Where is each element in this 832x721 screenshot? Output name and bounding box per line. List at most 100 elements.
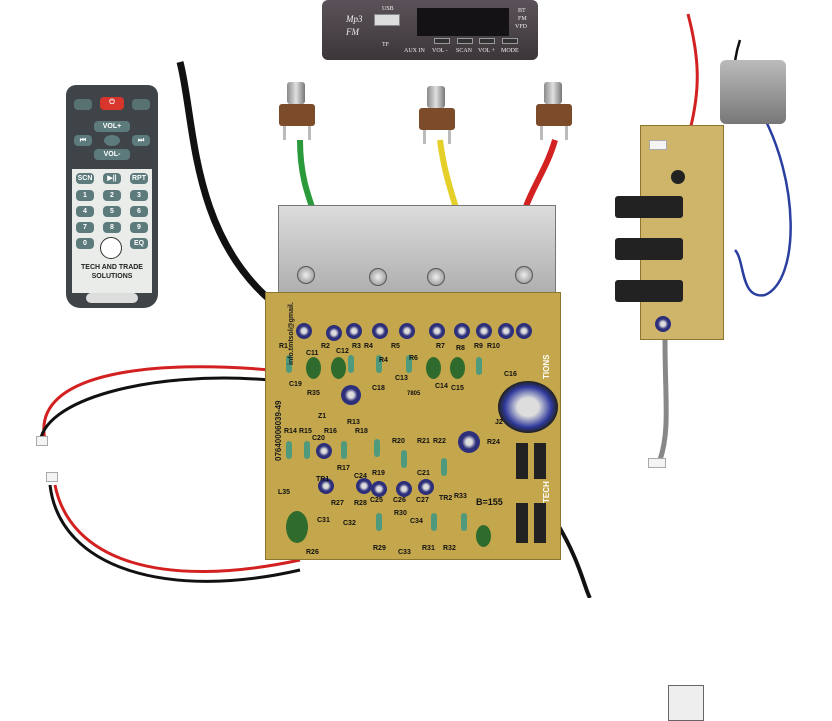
resistor xyxy=(341,441,347,459)
scan-label: SCAN xyxy=(456,48,473,54)
vol-down-key[interactable]: VOL- xyxy=(94,149,130,160)
label-c21: C21 xyxy=(417,470,430,477)
label-c26: C26 xyxy=(393,497,406,504)
key-5[interactable]: 5 xyxy=(103,206,121,217)
diode xyxy=(516,443,528,479)
next-key[interactable]: ⏭ xyxy=(132,135,150,146)
label-r19: R19 xyxy=(372,470,385,477)
capacitor xyxy=(356,478,372,494)
key-6[interactable]: 6 xyxy=(130,206,148,217)
label-c31: C31 xyxy=(317,517,330,524)
label-r32: R32 xyxy=(443,545,456,552)
red-wire-right-top xyxy=(686,13,699,131)
aux-in-label: AUX IN xyxy=(404,48,425,54)
label-r24: R24 xyxy=(487,439,500,446)
key-0[interactable]: 0 xyxy=(76,238,94,249)
label-r9: R9 xyxy=(474,343,483,350)
play-pause-key[interactable]: ▶|| xyxy=(103,173,121,184)
key-2[interactable]: 2 xyxy=(103,190,121,201)
key-1[interactable]: 1 xyxy=(76,190,94,201)
label-r7: R7 xyxy=(436,343,445,350)
label-r16: R16 xyxy=(324,428,337,435)
vol-up-button[interactable] xyxy=(479,38,495,44)
mp3-label: Mp3 xyxy=(346,14,363,24)
push-switch-2[interactable] xyxy=(615,238,683,260)
input-selector-board xyxy=(615,125,724,340)
capacitor xyxy=(346,323,362,339)
key-9[interactable]: 9 xyxy=(130,222,148,233)
label-c13: C13 xyxy=(395,375,408,382)
phone-number: 07640006039-49 xyxy=(274,400,283,461)
label-r1: R1 xyxy=(279,343,288,350)
film-capacitor xyxy=(286,511,308,543)
film-capacitor xyxy=(331,357,346,379)
amplifier-pcb: R1 C11 R2 C12 R3 R4 R4 R5 R6 R7 R8 R9 R1… xyxy=(265,292,704,721)
screw xyxy=(369,268,387,286)
capacitor xyxy=(396,481,412,497)
film-capacitor xyxy=(306,357,321,379)
mode-label: MODE xyxy=(501,48,519,54)
format-bt: BT xyxy=(518,8,526,14)
ok-key[interactable] xyxy=(104,135,120,146)
key-4[interactable]: 4 xyxy=(76,206,94,217)
label-r10: R10 xyxy=(487,343,500,350)
resistor xyxy=(441,458,447,476)
vol-up-label: VOL + xyxy=(478,48,495,54)
label-c20: C20 xyxy=(312,435,325,442)
screw xyxy=(427,268,445,286)
brand-logo xyxy=(100,237,122,259)
brand-vertical-bottom: TECH xyxy=(542,481,551,503)
audio-jack[interactable] xyxy=(720,60,786,124)
label-c12: C12 xyxy=(336,348,349,355)
push-switch-3[interactable] xyxy=(615,280,683,302)
capacitor xyxy=(498,323,514,339)
label-r27: R27 xyxy=(331,500,344,507)
vol-up-key[interactable]: VOL+ xyxy=(94,121,130,132)
mode-button[interactable] xyxy=(502,38,518,44)
capacitor xyxy=(372,323,388,339)
heatsink-bracket xyxy=(278,205,556,305)
key-3[interactable]: 3 xyxy=(130,190,148,201)
film-capacitor xyxy=(426,357,441,379)
label-r8: R8 xyxy=(456,345,465,352)
format-vfd: VFD xyxy=(515,24,528,30)
mute-key[interactable] xyxy=(74,99,92,110)
label-c34: C34 xyxy=(410,518,423,525)
red-wire-left xyxy=(42,365,271,441)
push-switch-1[interactable] xyxy=(615,196,683,218)
label-r20: R20 xyxy=(392,438,405,445)
potentiometer-3[interactable] xyxy=(530,82,576,142)
rpt-key[interactable]: RPT xyxy=(130,173,148,184)
key-7[interactable]: 7 xyxy=(76,222,94,233)
usb-port[interactable] xyxy=(374,14,400,26)
label-r30: R30 xyxy=(394,510,407,517)
capacitor xyxy=(371,481,387,497)
label-r35: R35 xyxy=(307,390,320,397)
eq-key[interactable]: EQ xyxy=(130,238,148,249)
brand-vertical-top: TIONS xyxy=(542,354,551,379)
label-r17: R17 xyxy=(337,465,350,472)
potentiometer-1[interactable] xyxy=(273,82,319,142)
prev-key[interactable]: ⏮ xyxy=(74,135,92,146)
label-r13: R13 xyxy=(347,419,360,426)
vol-down-button[interactable] xyxy=(434,38,450,44)
scan-button[interactable] xyxy=(457,38,473,44)
scn-key[interactable]: SCN xyxy=(76,173,94,184)
film-capacitor xyxy=(476,525,491,547)
diode xyxy=(534,443,546,479)
film-capacitor xyxy=(450,357,465,379)
key-8[interactable]: 8 xyxy=(103,222,121,233)
capacitor xyxy=(316,443,332,459)
resistor xyxy=(406,355,412,373)
remote-control: ⏻ VOL+ ⏮ ⏭ VOL- SCN ▶|| RPT 1 2 3 4 5 6 … xyxy=(66,85,158,308)
mode-key[interactable] xyxy=(132,99,150,110)
connector xyxy=(46,472,58,482)
label-r22: R22 xyxy=(433,438,446,445)
potentiometer-2[interactable] xyxy=(413,86,459,146)
label-tr1: TR1 xyxy=(316,476,330,483)
power-key[interactable]: ⏻ xyxy=(100,97,124,110)
capacitor xyxy=(399,323,415,339)
capacitor xyxy=(429,323,445,339)
capacitor xyxy=(318,478,334,494)
email: info.tmtsol@gmail. xyxy=(288,302,295,365)
